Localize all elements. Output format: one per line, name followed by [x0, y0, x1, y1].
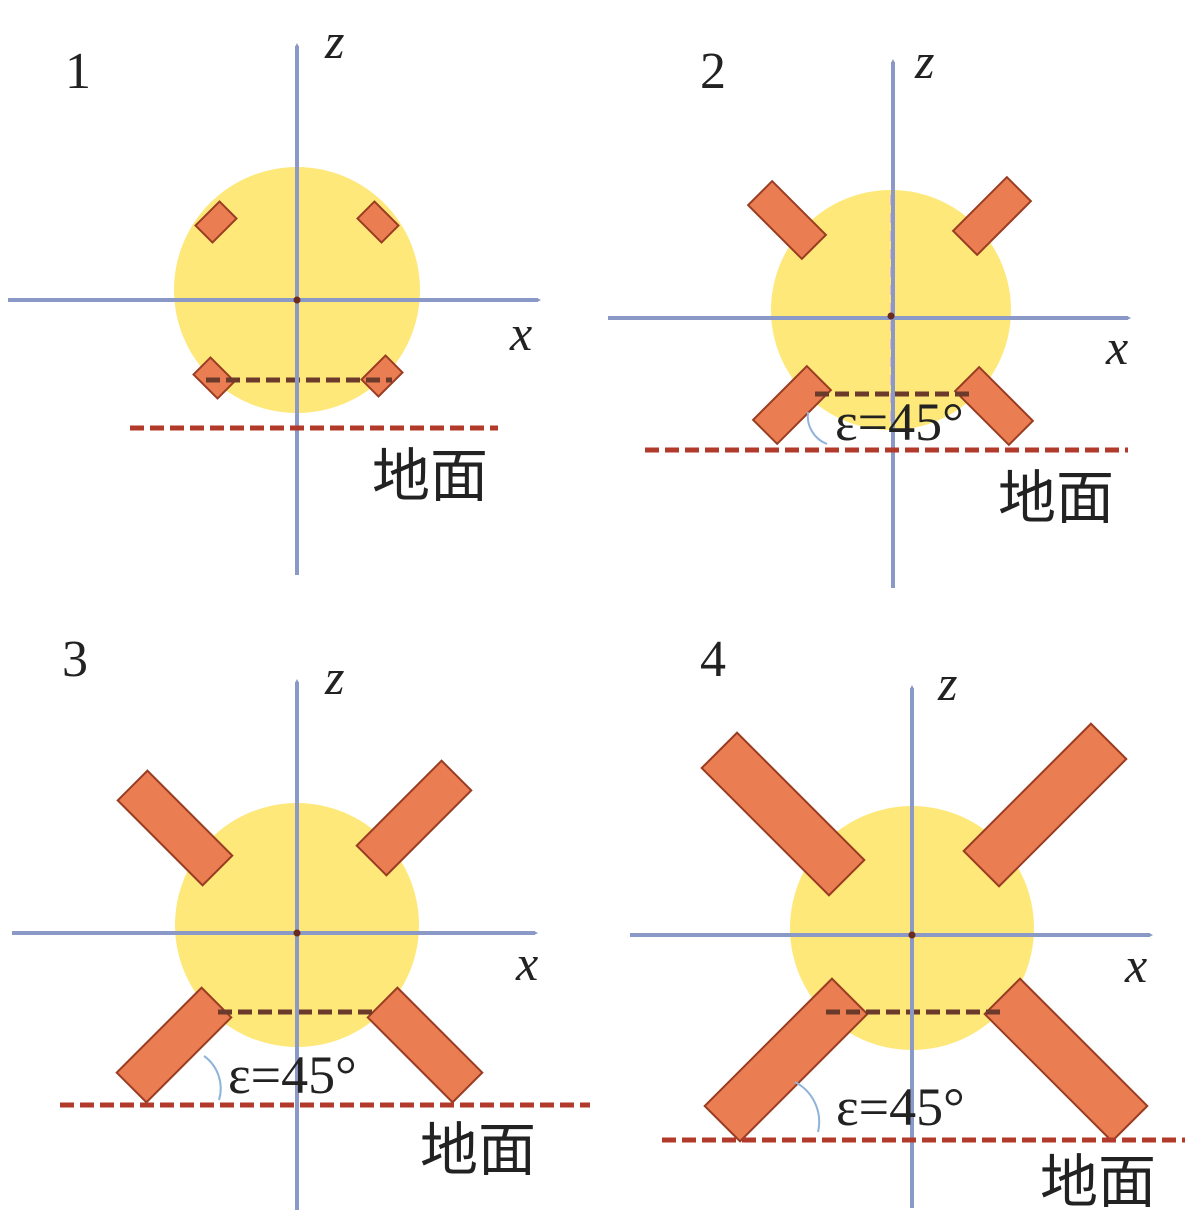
z-axis-label: z: [914, 33, 934, 89]
angle-arc: [794, 1081, 821, 1133]
ground-label: 地面: [420, 1116, 536, 1184]
flipper-front-upper: [700, 731, 866, 897]
panel-number: 1: [65, 43, 91, 100]
panel-4: 4 z x ε=45° 地面: [630, 631, 1185, 1213]
flipper-rear-lower: [983, 977, 1149, 1143]
angle-label: ε=45°: [835, 392, 964, 452]
z-axis-label: z: [324, 13, 344, 69]
ground-label: 地面: [1040, 1148, 1156, 1213]
ground-label: 地面: [998, 464, 1114, 532]
ground-label: 地面: [372, 442, 488, 510]
angle-label: ε=45°: [836, 1077, 965, 1137]
flipper-rear-upper: [962, 722, 1128, 888]
panel-2: 2 z x ε=45° 地面: [608, 33, 1132, 588]
z-axis-label: z: [324, 649, 344, 705]
panel-3: 3 z x ε=45° 地面: [12, 631, 590, 1210]
origin-dot: [887, 312, 895, 320]
angle-arc: [203, 1055, 222, 1101]
flipper-rear-upper: [355, 759, 473, 877]
angle-arc: [806, 411, 828, 445]
z-axis-label: z: [937, 655, 957, 711]
panel-number: 4: [700, 631, 726, 688]
origin-dot: [908, 931, 916, 939]
flipper-front-lower: [751, 364, 833, 446]
origin-dot: [293, 296, 301, 304]
flipper-front-upper: [194, 200, 238, 244]
flipper-rear-lower: [953, 365, 1035, 447]
flipper-rear-lower: [360, 354, 404, 398]
flipper-front-lower: [115, 986, 233, 1104]
x-axis-label: x: [515, 935, 538, 991]
panel-1: 1 z x 地面: [8, 13, 542, 575]
angle-label: ε=45°: [228, 1045, 357, 1105]
panel-number: 3: [62, 631, 88, 688]
x-axis-label: x: [1124, 937, 1147, 993]
origin-dot: [293, 929, 301, 937]
flipper-rear-upper: [951, 175, 1033, 257]
flipper-rear-lower: [366, 986, 484, 1104]
flipper-front-upper: [116, 769, 234, 887]
x-axis-label: x: [509, 305, 532, 361]
x-axis-label: x: [1105, 319, 1128, 375]
panel-number: 2: [700, 43, 726, 100]
flipper-front-upper: [746, 179, 828, 261]
flipper-rear-upper: [356, 200, 400, 244]
flipper-front-lower: [703, 977, 869, 1143]
